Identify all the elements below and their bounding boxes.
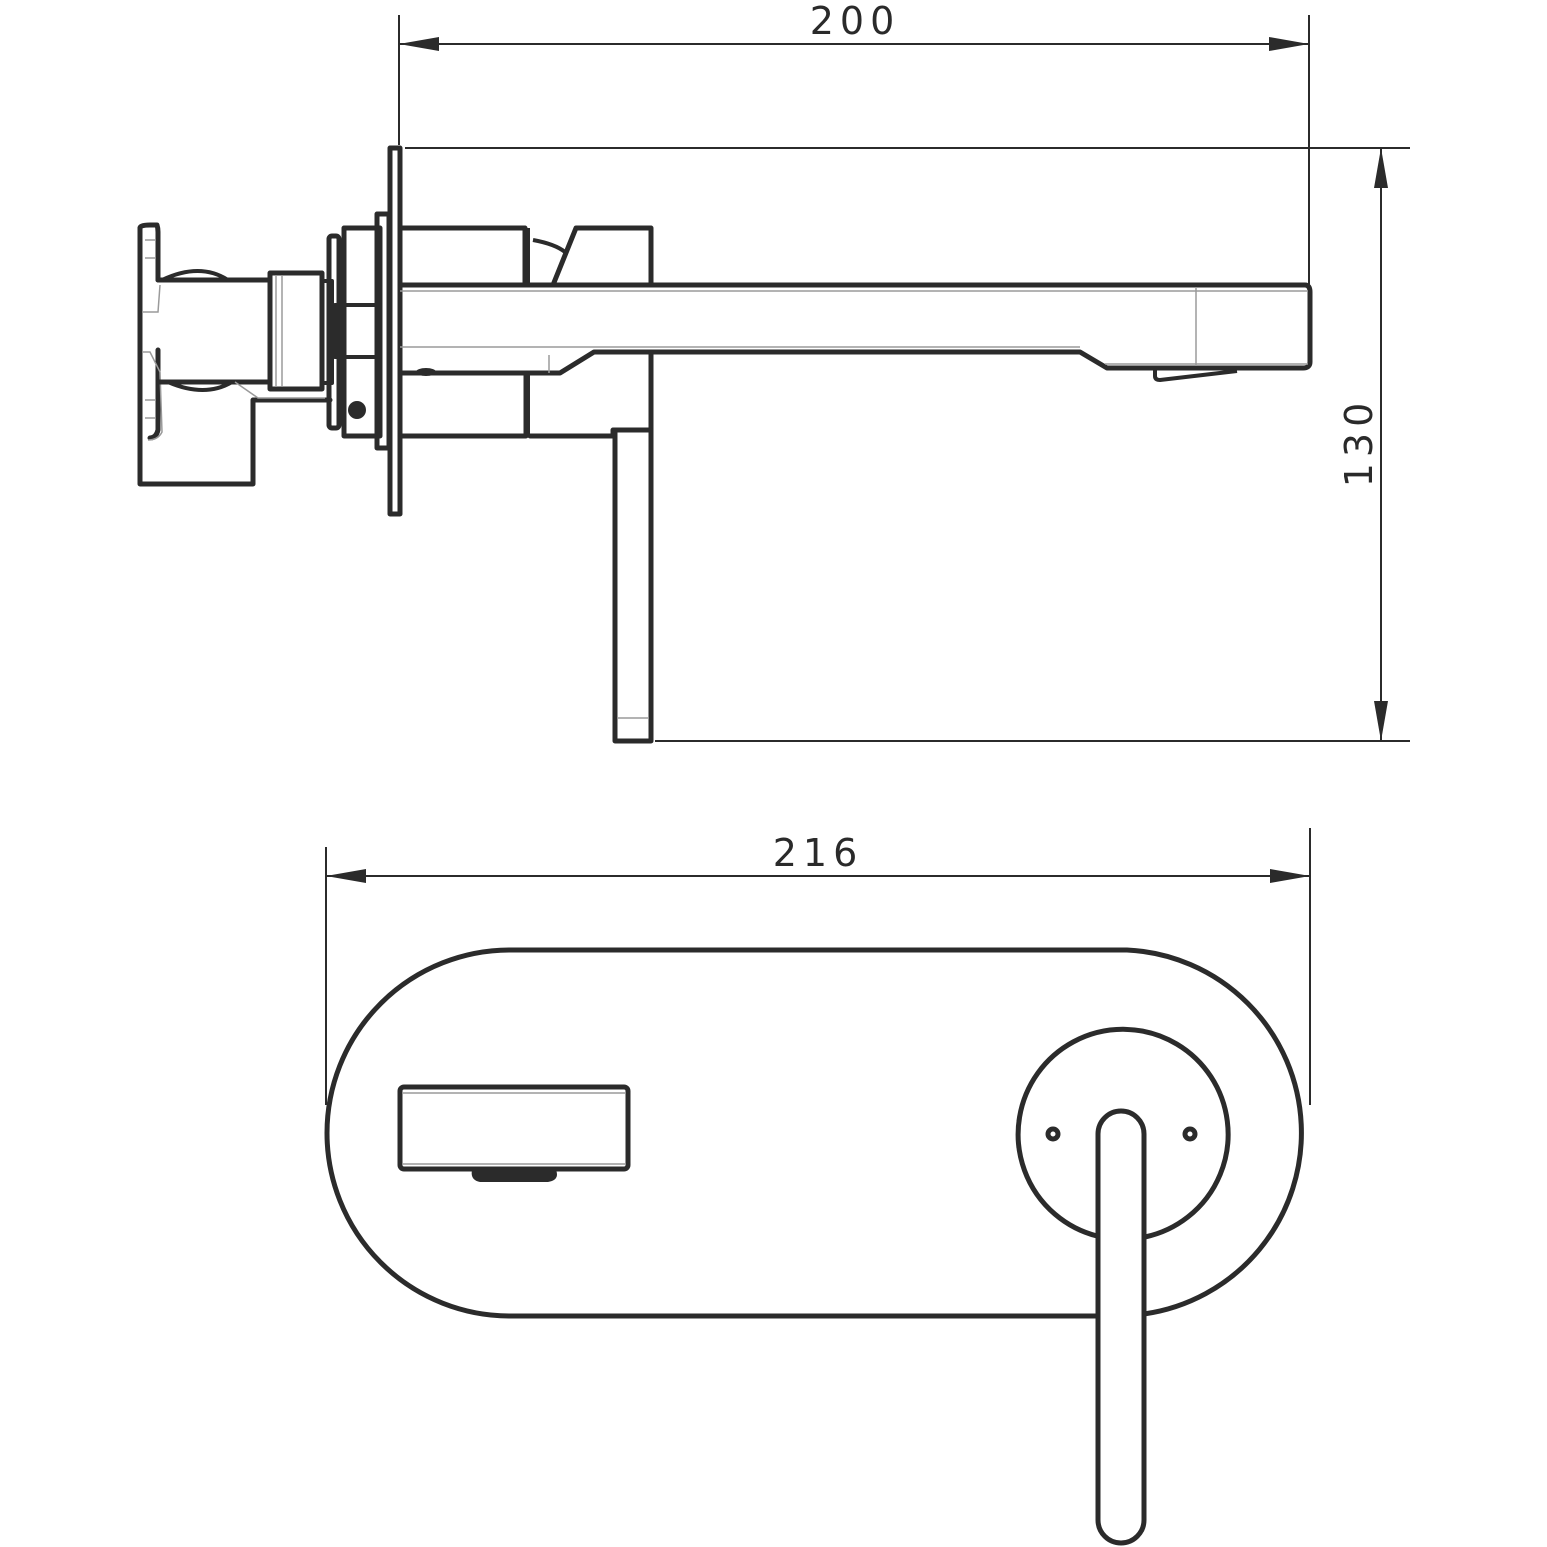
dimension-200: 200 (398, 0, 1310, 285)
backplate-profile (387, 145, 403, 517)
lever-handle (1095, 1108, 1147, 1546)
handle-housing-top (550, 225, 654, 288)
aerator-front (471, 1170, 557, 1182)
oval-backplate (324, 947, 1304, 1319)
dimension-130: 130 (405, 147, 1410, 742)
spout-outlet (397, 1084, 631, 1172)
dimension-label-200: 200 (810, 0, 901, 43)
front-view (324, 947, 1304, 1546)
side-view (137, 145, 1313, 744)
dimension-216: 216 (325, 828, 1311, 1105)
spout-housing-bottom (397, 370, 529, 439)
handle-rosette (1015, 1026, 1231, 1240)
spout-housing-top (397, 225, 528, 288)
inner-flange (374, 211, 392, 451)
lever-side (612, 427, 654, 744)
cartridge-collar (267, 270, 325, 392)
dimension-label-130: 130 (1337, 397, 1381, 488)
screw-hole-left (1045, 1126, 1061, 1142)
spout-body (397, 282, 1313, 376)
aerator (1153, 368, 1238, 382)
screw-hole-right (1182, 1126, 1198, 1142)
dimension-label-216: 216 (773, 831, 864, 875)
flange-nut (326, 233, 342, 431)
concealed-body-outline (137, 225, 333, 487)
